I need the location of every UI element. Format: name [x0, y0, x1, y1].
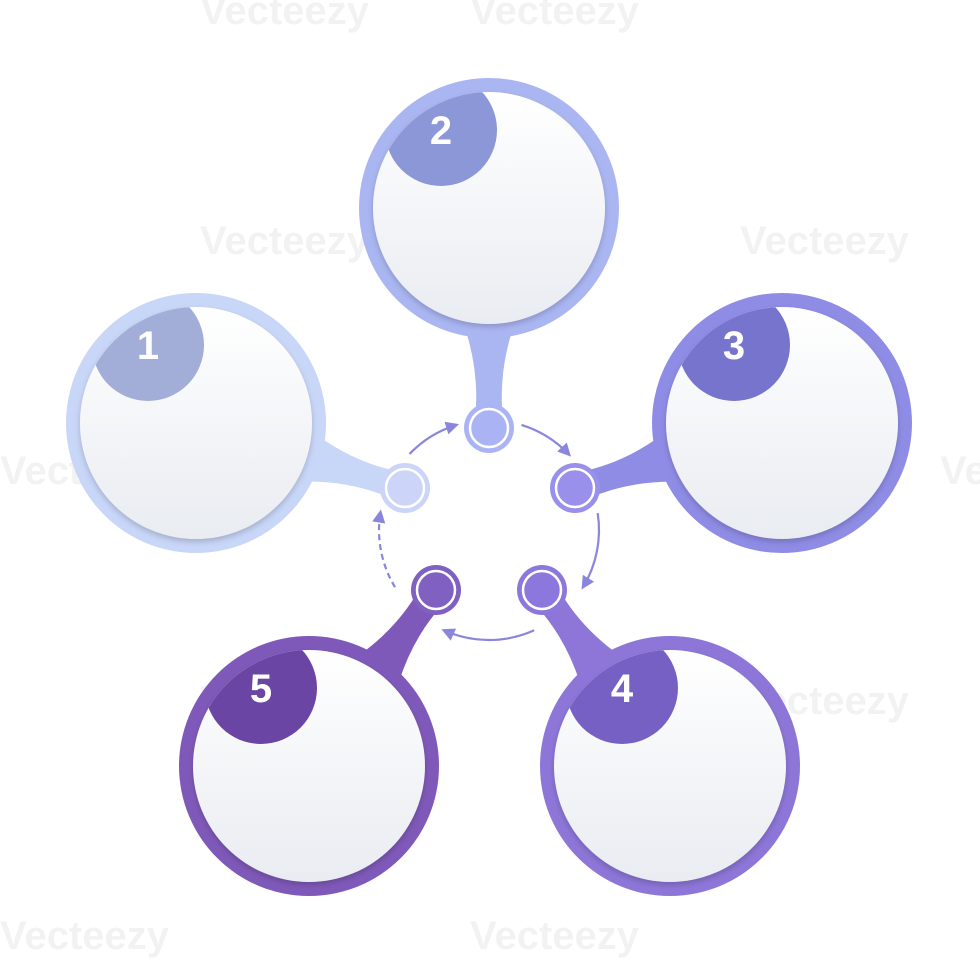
watermark-text: Vecteezy	[940, 449, 980, 493]
step-2-node	[464, 403, 514, 453]
step-1-bubble: 1	[66, 293, 326, 553]
watermark-text: Vecteezy	[200, 0, 370, 33]
watermark-text: Vecteezy	[470, 0, 640, 33]
step-1-node	[380, 463, 430, 513]
step-2-connector	[465, 328, 513, 420]
watermark-text: Vecteezy	[740, 219, 910, 263]
connector-layer	[303, 328, 675, 684]
step-4-bubble: 4	[540, 636, 800, 896]
step-number: 2	[430, 109, 452, 153]
flow-arrow	[408, 421, 460, 455]
step-number: 1	[137, 324, 159, 368]
step-number: 5	[250, 667, 272, 711]
step-3-bubble: 3	[652, 293, 912, 553]
step-number: 3	[723, 324, 745, 368]
watermark-text: Vecteezy	[470, 914, 640, 958]
step-3-connector	[578, 436, 675, 499]
arrow-layer	[372, 421, 601, 642]
bubble-layer: 1 2 3 4 5	[66, 78, 912, 896]
step-4-node	[517, 565, 567, 615]
flow-arrow	[581, 512, 601, 590]
flow-arrow	[372, 509, 397, 588]
watermark-text: Vecteezy	[200, 219, 370, 263]
step-number: 4	[611, 667, 634, 711]
step-3-node	[550, 463, 600, 513]
flow-arrow	[441, 628, 535, 642]
watermark-text: Vecteezy	[0, 914, 170, 958]
flow-arrow	[521, 423, 571, 457]
step-5-bubble: 5	[179, 636, 439, 896]
step-1-connector	[303, 435, 402, 499]
step-2-bubble: 2	[359, 78, 619, 338]
step-5-node	[411, 565, 461, 615]
